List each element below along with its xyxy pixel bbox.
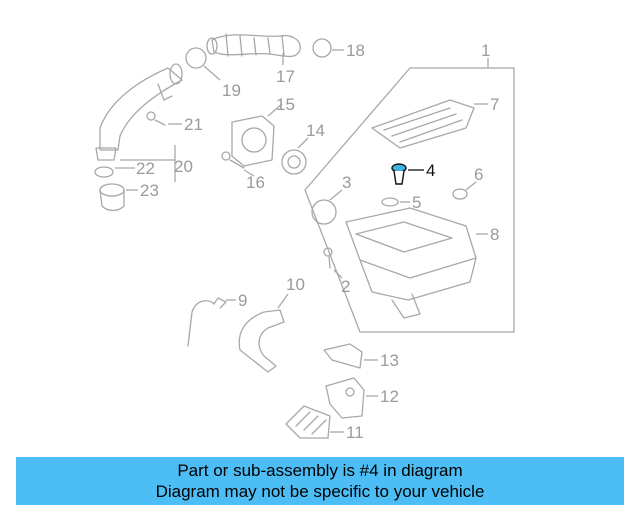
callout-3: 3 — [342, 173, 351, 192]
callout-5: 5 — [412, 193, 421, 212]
part-4-highlighted — [391, 163, 424, 185]
callout-23: 23 — [140, 181, 159, 200]
part-14-connector — [281, 137, 309, 175]
callout-9: 9 — [238, 291, 247, 310]
part-16-screw — [221, 151, 255, 177]
info-banner: Part or sub-assembly is #4 in diagram Di… — [16, 457, 624, 505]
part-17-hose — [206, 33, 301, 65]
callout-4: 4 — [426, 161, 435, 180]
part-11-inlet — [285, 405, 344, 439]
part-20-intake-pipe — [95, 63, 183, 161]
banner-line-2: Diagram may not be specific to your vehi… — [155, 482, 485, 501]
callout-11: 11 — [346, 423, 364, 442]
callout-18: 18 — [346, 41, 365, 60]
part-7-cover — [371, 99, 488, 149]
callout-15: 15 — [276, 95, 295, 114]
callout-1: 1 — [481, 41, 490, 60]
callout-8: 8 — [490, 225, 499, 244]
callout-12: 12 — [380, 387, 399, 406]
part-18-clamp — [312, 38, 344, 58]
part-22-clamp — [94, 166, 135, 178]
part-10-duct — [238, 293, 289, 373]
part-19-clamp — [185, 47, 221, 81]
part-8-housing — [345, 207, 488, 319]
callout-21: 21 — [184, 115, 203, 134]
callout-16: 16 — [246, 173, 265, 192]
callout-19: 19 — [222, 81, 241, 100]
part-15-sensor — [231, 103, 283, 167]
callout-7: 7 — [490, 95, 499, 114]
callout-13: 13 — [380, 351, 399, 370]
assembly-bracket — [304, 58, 515, 333]
part-3-gasket — [311, 189, 343, 225]
part-5-seal — [381, 197, 410, 207]
banner-line-1: Part or sub-assembly is #4 in diagram — [177, 461, 463, 480]
part-23-sleeve — [99, 183, 138, 212]
callout-20: 20 — [174, 157, 193, 176]
callout-17: 17 — [276, 67, 295, 86]
part-6-ring — [452, 181, 477, 200]
callout-2: 2 — [341, 277, 350, 296]
part-13-guide — [323, 343, 378, 369]
callout-10: 10 — [286, 275, 305, 294]
callout-22: 22 — [136, 159, 155, 178]
callout-6: 6 — [474, 165, 483, 184]
part-2-screw — [323, 247, 343, 279]
part-21-bolt — [146, 111, 182, 126]
part-12-bracket — [325, 377, 378, 419]
callout-14: 14 — [306, 121, 325, 140]
parts-diagram: 1 2 3 4 5 6 7 8 9 10 11 12 13 14 15 16 1… — [94, 33, 515, 442]
part-9-hose — [187, 297, 236, 347]
